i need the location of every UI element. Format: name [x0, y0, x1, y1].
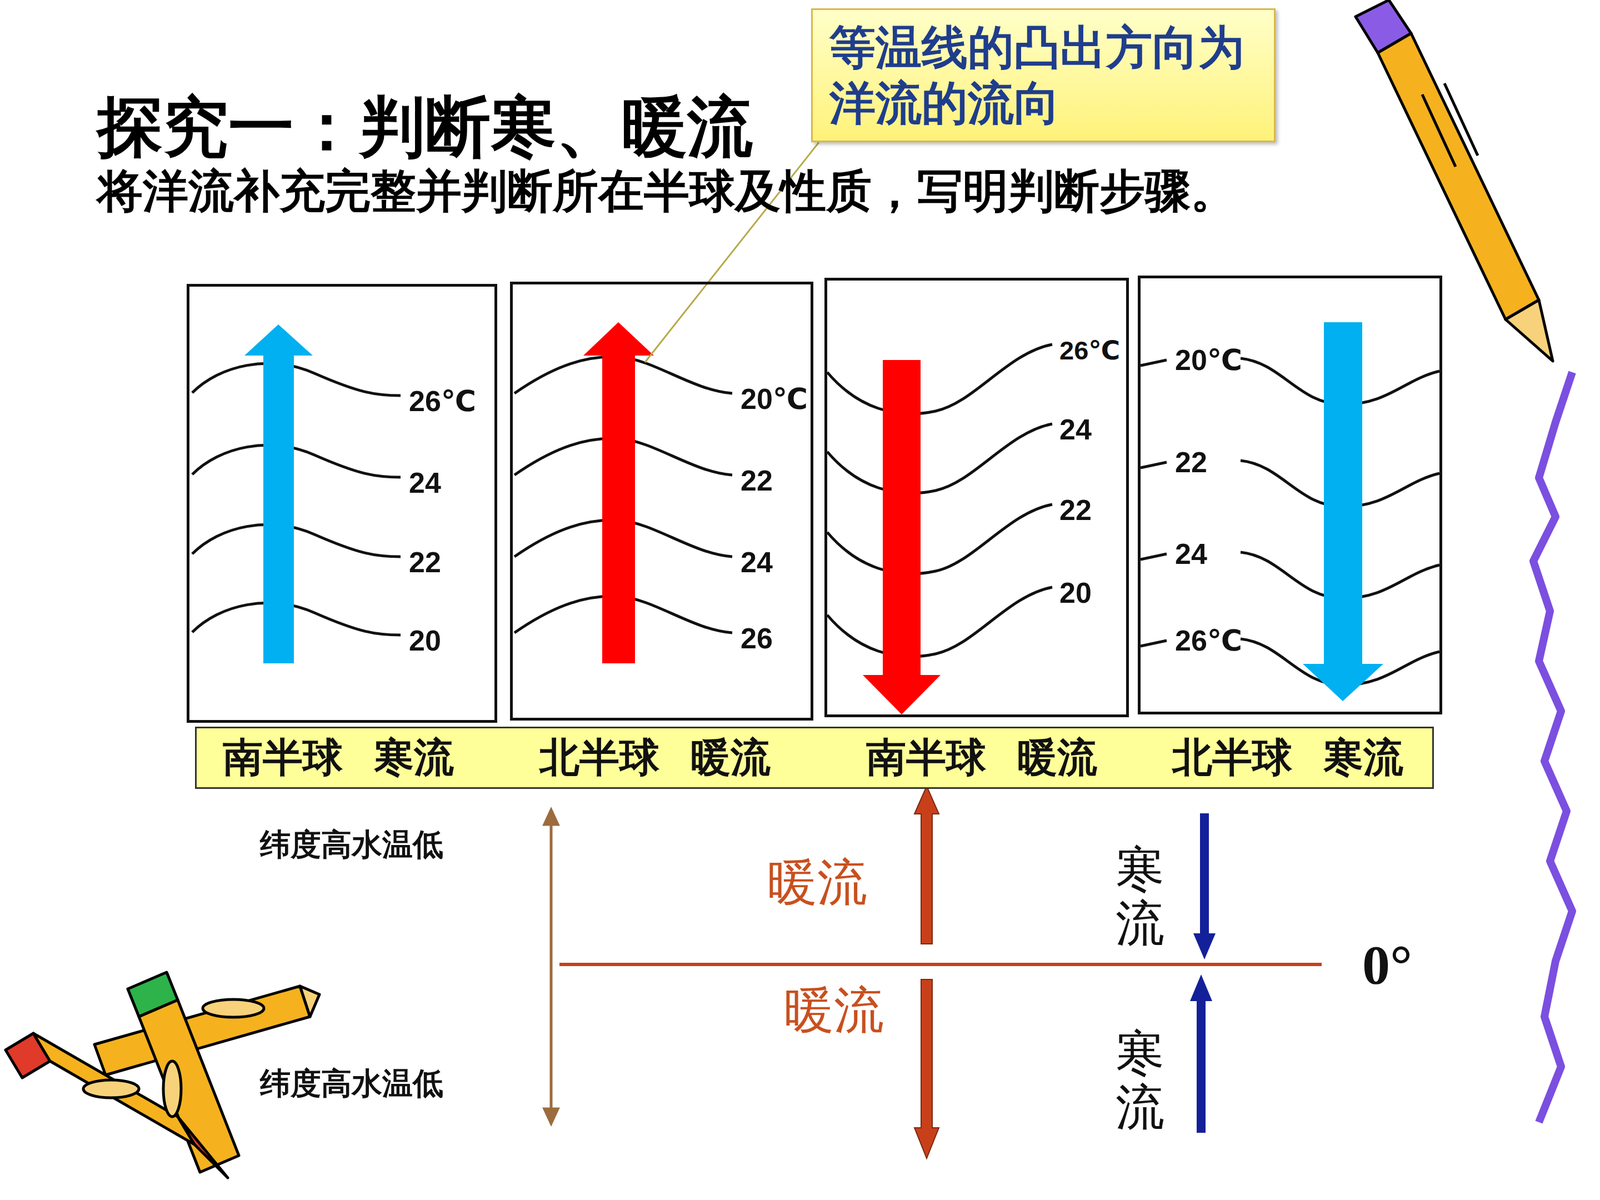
isotherm-line	[192, 445, 401, 478]
cold-arrow-up	[1190, 974, 1213, 1133]
isotherm-line	[827, 587, 1053, 657]
latitude-arrow	[544, 810, 558, 1124]
isotherm-label: 26	[740, 621, 773, 655]
warm-arrow-down	[914, 979, 939, 1159]
isotherm-label: 20	[1059, 576, 1092, 610]
cold-label: 寒流	[1115, 1027, 1165, 1135]
cold-current-arrow	[244, 324, 313, 664]
answer-band: 南半球 寒流 北半球 暖流 南半球 暖流 北半球 寒流	[195, 726, 1434, 789]
isotherm-panel: 20℃ 22 24 26℃	[1137, 275, 1443, 715]
callout-text: 等温线的凸出方向为洋流的流向	[829, 20, 1258, 131]
side-note: 纬度高水温低	[260, 1063, 444, 1105]
answer-text: 北半球 暖流	[539, 731, 771, 785]
isotherm-label: 24	[740, 545, 773, 579]
isotherm-label: 22	[408, 545, 442, 579]
isotherm-panel: 20℃ 22 24 26	[510, 281, 814, 721]
decorative-wave	[1533, 372, 1573, 1123]
isotherm-label: 24	[1175, 537, 1208, 571]
cold-label: 寒流	[1115, 843, 1165, 952]
isotherm-line	[827, 504, 1053, 574]
side-note: 纬度高水温低	[260, 824, 444, 866]
warm-arrow-up	[914, 786, 939, 944]
equator-label: 0°	[1362, 932, 1413, 997]
answer-text: 北半球 寒流	[1172, 731, 1404, 785]
callout-box: 等温线的凸出方向为洋流的流向	[811, 8, 1276, 143]
cold-arrow-down	[1193, 813, 1216, 960]
warm-current-arrow	[862, 360, 941, 715]
warm-current-arrow	[583, 322, 654, 664]
isotherm-label: 20℃	[1175, 343, 1243, 377]
isotherm-line	[192, 602, 401, 635]
isotherm-label: 26℃	[1059, 335, 1120, 366]
answer-text: 南半球 暖流	[866, 731, 1098, 785]
cold-current-arrow	[1302, 322, 1384, 702]
isotherm-line	[827, 423, 1053, 494]
subtitle: 将洋流补充完整并判断所在半球及性质，写明判断步骤。	[97, 161, 1237, 223]
isotherm-label: 24	[1059, 412, 1092, 447]
isotherm-label: 22	[740, 463, 773, 498]
isotherm-label: 26℃	[408, 384, 477, 418]
pencil-icon	[1355, 0, 1553, 362]
isotherm-label: 22	[1175, 445, 1208, 479]
answer-text: 南半球 寒流	[222, 731, 454, 785]
title: 探究一：判断寒、暖流	[97, 83, 753, 173]
warm-label: 暖流	[767, 848, 868, 917]
isotherm-label: 26℃	[1175, 623, 1243, 658]
warm-label: 暖流	[783, 976, 884, 1045]
isotherm-panel: 26℃ 24 22 20	[186, 283, 498, 723]
equator-line	[559, 962, 1322, 967]
isotherm-line	[827, 344, 1053, 414]
isotherm-panel: 26℃ 24 22 20	[824, 277, 1129, 718]
isotherm-label: 20℃	[740, 382, 808, 416]
isotherm-label: 22	[1059, 493, 1092, 527]
isotherm-line	[192, 363, 401, 396]
isotherm-label: 24	[408, 466, 442, 500]
isotherm-line	[192, 524, 401, 557]
isotherm-label: 20	[408, 623, 442, 658]
